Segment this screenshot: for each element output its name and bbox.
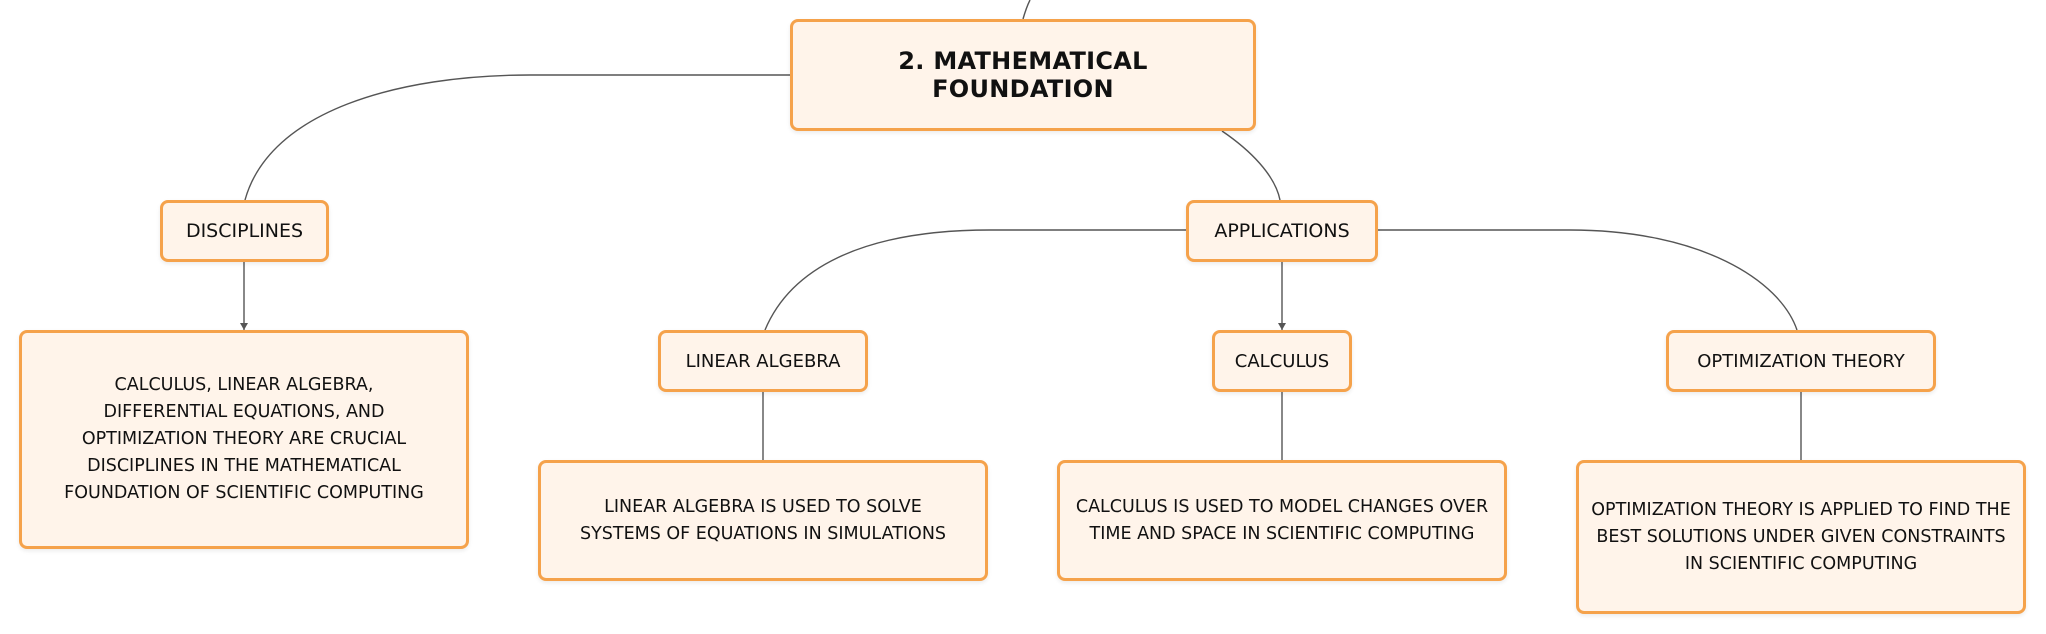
optimization-theory-description-node[interactable]: OPTIMIZATION THEORY IS APPLIED TO FIND T… [1576, 460, 2026, 614]
optimization-theory-description-text: OPTIMIZATION THEORY IS APPLIED TO FIND T… [1591, 499, 2011, 574]
calculus-description-text: CALCULUS IS USED TO MODEL CHANGES OVER T… [1075, 496, 1489, 544]
linear-algebra-description-text: LINEAR ALGEBRA IS USED TO SOLVE SYSTEMS … [579, 496, 947, 544]
connector-parent-to-root [1022, 0, 1031, 20]
disciplines-node[interactable]: DISCIPLINES [160, 200, 329, 262]
arrowhead-calculus-node [1278, 323, 1286, 330]
connector-root-to-disciplines [244, 74, 790, 201]
disciplines-node-label: DISCIPLINES [185, 220, 304, 242]
applications-node-label: APPLICATIONS [1214, 220, 1350, 242]
calculus-description-node[interactable]: CALCULUS IS USED TO MODEL CHANGES OVER T… [1057, 460, 1507, 581]
optimization-theory-node[interactable]: OPTIMIZATION THEORY [1666, 330, 1936, 392]
linear-algebra-node[interactable]: LINEAR ALGEBRA [658, 330, 868, 392]
applications-node[interactable]: APPLICATIONS [1186, 200, 1378, 262]
disciplines-description-text: CALCULUS, LINEAR ALGEBRA, DIFFERENTIAL E… [64, 375, 424, 503]
disciplines-description-node[interactable]: CALCULUS, LINEAR ALGEBRA, DIFFERENTIAL E… [19, 330, 469, 549]
root-node[interactable]: 2. MATHEMATICAL FOUNDATION [790, 19, 1256, 131]
calculus-node[interactable]: CALCULUS [1212, 330, 1352, 392]
connector-applications-to-linear-algebra [764, 229, 1186, 331]
connector-root-to-applications [1221, 130, 1281, 201]
connector-applications-to-optimization [1378, 229, 1798, 331]
linear-algebra-node-label: LINEAR ALGEBRA [685, 350, 841, 372]
arrowhead-disciplines-description [240, 323, 248, 330]
linear-algebra-description-node[interactable]: LINEAR ALGEBRA IS USED TO SOLVE SYSTEMS … [538, 460, 988, 581]
calculus-node-label: CALCULUS [1234, 350, 1330, 372]
optimization-theory-node-label: OPTIMIZATION THEORY [1697, 350, 1905, 372]
root-node-label: 2. MATHEMATICAL FOUNDATION [898, 47, 1148, 103]
